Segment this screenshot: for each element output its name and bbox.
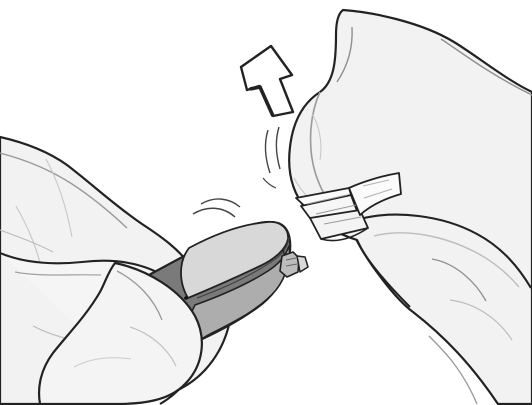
motion-lines-icon <box>193 127 280 217</box>
up-arrow-icon <box>241 46 293 116</box>
